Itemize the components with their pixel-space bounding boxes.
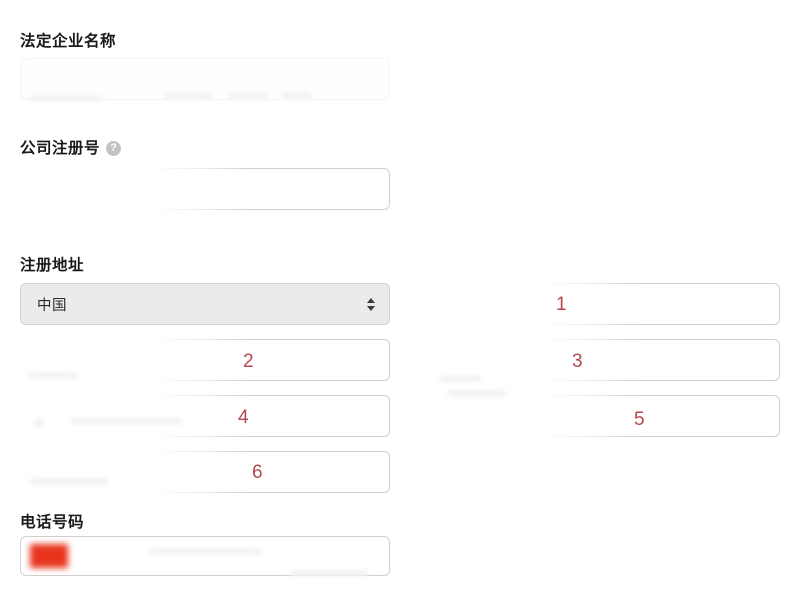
address-line-input-4[interactable] xyxy=(20,395,390,437)
country-select[interactable]: 中国 xyxy=(20,283,390,325)
help-circle-icon[interactable]: ? xyxy=(106,141,122,157)
phone-number-input[interactable] xyxy=(20,536,390,576)
address-line-input-5[interactable] xyxy=(410,395,780,437)
legal-business-name-input[interactable] xyxy=(20,58,390,100)
address-line-input-1[interactable] xyxy=(410,283,780,325)
phone-number-label: 电话号码 xyxy=(20,514,85,531)
legal-business-name-label: 法定企业名称 xyxy=(20,33,117,50)
select-chevrons-icon xyxy=(365,295,377,313)
address-line-input-6[interactable] xyxy=(20,451,390,493)
country-select-value: 中国 xyxy=(37,297,67,314)
registered-address-label: 注册地址 xyxy=(20,257,85,274)
company-registration-number-input[interactable] xyxy=(20,168,390,210)
address-line-input-2[interactable] xyxy=(20,339,390,381)
china-flag-icon[interactable] xyxy=(30,544,68,568)
company-registration-number-label-row: 公司注册号 ? xyxy=(20,140,122,157)
company-registration-number-label: 公司注册号 xyxy=(20,140,101,157)
address-line-input-3[interactable] xyxy=(410,339,780,381)
